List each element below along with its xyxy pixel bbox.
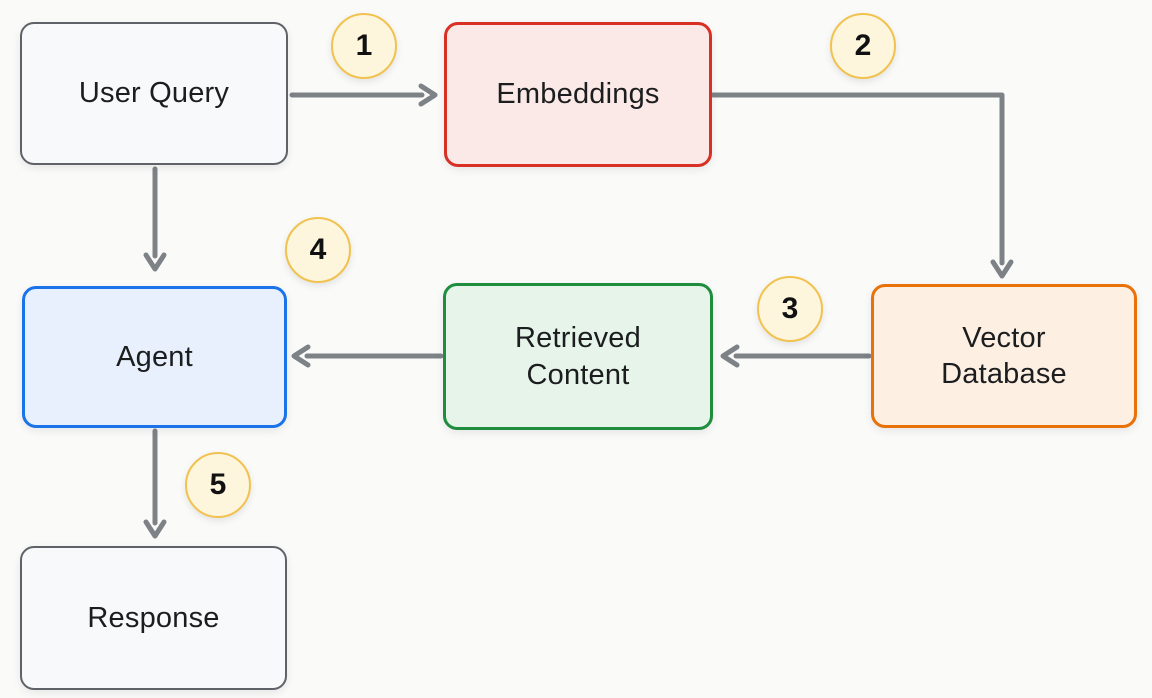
step-badge-1-number: 1 <box>355 29 373 62</box>
node-response: Response <box>20 546 287 690</box>
node-embeddings-label: Embeddings <box>496 78 660 111</box>
node-vector-database: Vector Database <box>871 284 1137 428</box>
node-agent-label: Agent <box>116 340 193 373</box>
step-badge-4: 4 <box>285 217 351 283</box>
node-retrieved-content-label: Retrieved Content <box>515 322 641 391</box>
node-vector-database-label: Vector Database <box>941 321 1067 390</box>
step-badge-2-number: 2 <box>854 29 872 62</box>
node-user-query-label: User Query <box>78 77 230 110</box>
step-badge-5: 5 <box>185 452 251 518</box>
step-badge-2: 2 <box>830 13 896 79</box>
arrow-embeddings-to-vector-database <box>710 92 1014 279</box>
step-badge-3: 3 <box>757 276 823 342</box>
node-agent: Agent <box>22 286 287 428</box>
step-badge-3-number: 3 <box>781 292 799 325</box>
step-badge-4-number: 4 <box>309 233 327 266</box>
node-user-query: User Query <box>20 22 288 165</box>
step-badge-5-number: 5 <box>209 468 227 501</box>
node-retrieved-content: Retrieved Content <box>443 283 713 430</box>
node-embeddings: Embeddings <box>444 22 712 167</box>
node-response-label: Response <box>87 601 220 634</box>
step-badge-1: 1 <box>331 13 397 79</box>
